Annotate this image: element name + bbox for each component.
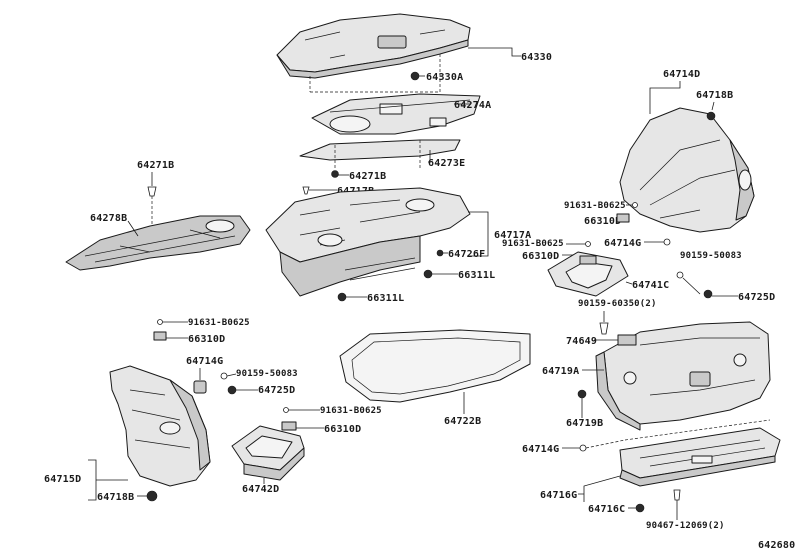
package-tray-trim	[276, 13, 471, 93]
screw-90159-left	[220, 372, 228, 380]
label-64719a: 64719A	[542, 366, 579, 377]
label-64716c: 64716C	[588, 504, 625, 515]
label-64717a: 64717A	[494, 230, 531, 241]
clip-64719b	[577, 389, 587, 399]
bracket-74649	[617, 334, 637, 346]
label-64716g: 64716G	[540, 490, 577, 501]
clip-64714g-right	[663, 238, 671, 246]
clip-64714g-right2	[579, 444, 587, 452]
label-64718b-left: 64718B	[97, 492, 134, 503]
label-66311l-a: 66311L	[458, 270, 495, 281]
label-91631-b0625-r1: 91631-B0625	[564, 201, 626, 211]
clip-64716c	[635, 503, 645, 513]
clip-66311l-b	[337, 292, 347, 302]
nut-66310d-r1	[616, 213, 630, 223]
clip-64725d-left	[227, 385, 237, 395]
silencer-pad-64278b	[65, 215, 251, 271]
label-64330: 64330	[521, 52, 552, 63]
clip-64725d-right	[703, 289, 713, 299]
label-64719b: 64719B	[566, 418, 603, 429]
clip-64271b-left	[147, 186, 157, 197]
nut-66310d-center	[281, 421, 297, 431]
clip-64271b-top	[331, 170, 339, 178]
label-64271b-left: 64271B	[137, 160, 174, 171]
label-64278b: 64278B	[90, 213, 127, 224]
screw-90159-60350	[599, 322, 609, 335]
label-64722b: 64722B	[444, 416, 481, 427]
label-64718b-right: 64718B	[696, 90, 733, 101]
label-90159-50083-left: 90159-50083	[236, 369, 298, 379]
sill-plate-64716g	[619, 427, 781, 487]
clip-66311l-a	[423, 269, 433, 279]
trunk-lid-trim-64719a	[595, 321, 771, 431]
label-91631-b0625-left: 91631-B0625	[188, 318, 250, 328]
label-66311l-b: 66311L	[367, 293, 404, 304]
clip-64718b-left	[146, 490, 158, 502]
side-trim-64715d	[109, 365, 211, 487]
label-66310d-r2: 66310D	[522, 251, 559, 262]
label-91631-b0625-center: 91631-B0625	[320, 406, 382, 416]
label-64273e: 64273E	[428, 158, 465, 169]
label-64742d: 64742D	[242, 484, 279, 495]
storage-tray-64741c	[547, 251, 629, 297]
clip-64726f	[436, 249, 444, 257]
label-66310d-center: 66310D	[324, 424, 361, 435]
label-64271b-top: 64271B	[349, 171, 386, 182]
label-64714d: 64714D	[663, 69, 700, 80]
label-64725d-left: 64725D	[258, 385, 295, 396]
label-66310d-left: 66310D	[188, 334, 225, 345]
trim-panel-64274a	[311, 93, 481, 135]
label-90467-12069: 90467-12069(2)	[646, 521, 725, 531]
label-64741c: 64741C	[632, 280, 669, 291]
screw-90467	[673, 489, 681, 501]
label-64714g-right: 64714G	[604, 238, 641, 249]
bolt-91631-r2	[585, 241, 591, 247]
label-66310d-r1: 66310D	[584, 216, 621, 227]
bolt-91631-center	[283, 407, 289, 413]
label-90159-50083-right: 90159-50083	[680, 251, 742, 261]
trim-strip-64273e	[299, 139, 461, 168]
clip-64717b	[302, 186, 310, 195]
label-74649: 74649	[566, 336, 597, 347]
bolt-91631-r1	[632, 202, 638, 208]
screw-90159-right	[676, 271, 684, 279]
label-90159-60350: 90159-60350(2)	[578, 299, 657, 309]
label-91631-b0625-r2: 91631-B0625	[502, 239, 564, 249]
label-64715d: 64715D	[44, 474, 81, 485]
label-64330a: 64330A	[426, 72, 463, 83]
nut-66310d-left	[153, 331, 167, 341]
side-trim-64714d	[619, 107, 755, 233]
label-64725d-right: 64725D	[738, 292, 775, 303]
label-64714g-left: 64714G	[186, 356, 223, 367]
storage-bin-64742d	[231, 425, 305, 481]
label-64726f: 64726F	[448, 249, 485, 260]
clip-64714g-left	[193, 380, 207, 394]
trunk-mat-64722b	[339, 329, 531, 403]
clip-64330a	[410, 71, 420, 81]
label-64274a: 64274A	[454, 100, 491, 111]
trunk-floor-board-64717a	[265, 187, 471, 297]
label-64714g-right2: 64714G	[522, 444, 559, 455]
bolt-91631-left	[157, 319, 163, 325]
clip-64718b-right	[706, 111, 716, 121]
diagram-reference-id: 642680	[758, 540, 795, 551]
